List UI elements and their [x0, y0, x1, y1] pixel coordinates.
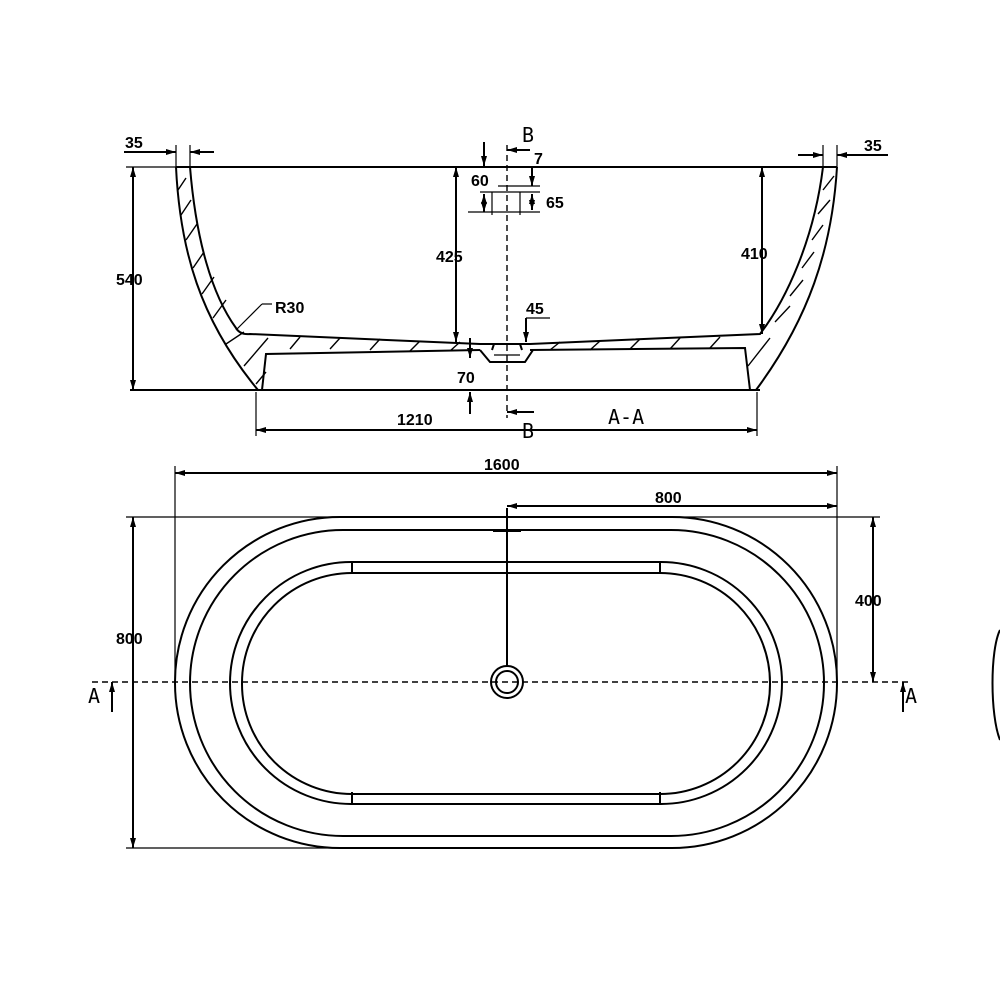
drain-cup: [479, 343, 534, 363]
dim-depth-center: 425: [436, 249, 463, 266]
dim-length: 1600: [484, 457, 520, 474]
dim-base-length: 1210: [397, 412, 433, 429]
tub-inner-profile: [189, 166, 824, 345]
dim-fillet-radius: R30: [275, 300, 304, 317]
cut-label-a-right: A: [905, 684, 917, 708]
dim-rim-right: 35: [864, 138, 882, 155]
dim-total-height: 540: [116, 272, 143, 289]
cut-label-a-left: A: [88, 684, 100, 708]
overflow-detail: [468, 142, 540, 215]
dim-width: 800: [116, 631, 143, 648]
dim-depth-right: 410: [741, 246, 768, 263]
section-view: B B 7 60 65 35 35 540: [116, 123, 888, 443]
dim-rim-left: 35: [125, 135, 143, 152]
dim-half-width: 400: [855, 593, 882, 610]
dim-overflow-height: 60: [471, 173, 489, 190]
dim-overflow-width: 65: [546, 195, 564, 212]
edge-arc-fragment: [991, 629, 1000, 741]
dim-half-length: 800: [655, 490, 682, 507]
dim-overflow-offset: 7: [534, 151, 543, 168]
dim-drain-width: 45: [526, 301, 544, 318]
section-title: A-A: [608, 405, 644, 429]
dim-drain-height: 70: [457, 370, 475, 387]
base-plinth: [261, 346, 751, 391]
section-hatching: [177, 175, 835, 385]
cut-label-b-top: B: [522, 123, 534, 147]
plan-view: A A 1600 800 800 400: [88, 457, 917, 849]
